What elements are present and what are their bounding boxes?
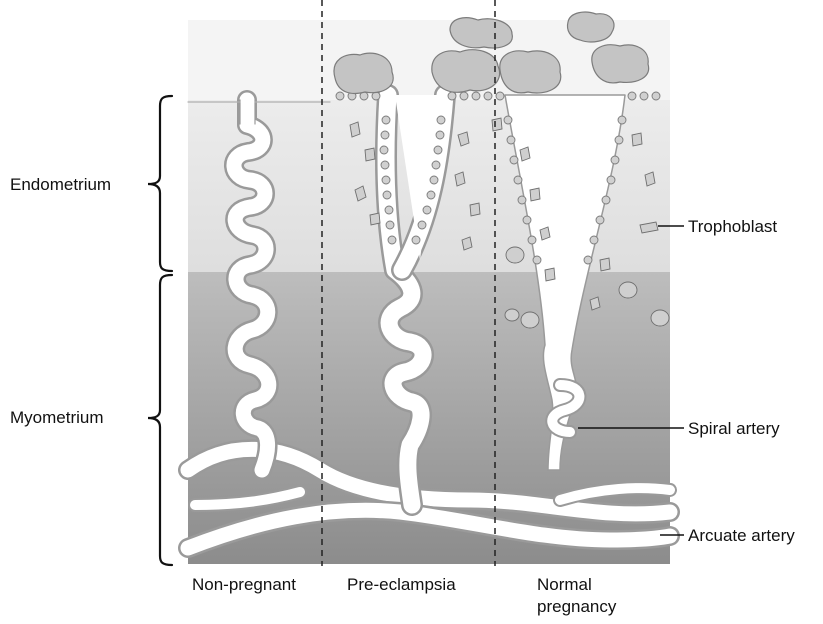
- label-pre-eclampsia: Pre-eclampsia: [347, 574, 456, 596]
- label-spiral-artery: Spiral artery: [688, 418, 780, 439]
- label-normal-pregnancy: Normal pregnancy: [537, 574, 647, 618]
- label-trophoblast: Trophoblast: [688, 216, 777, 237]
- myometrium-brace: [148, 275, 172, 565]
- label-non-pregnant: Non-pregnant: [192, 574, 296, 596]
- label-myometrium: Myometrium: [10, 407, 104, 428]
- label-endometrium: Endometrium: [10, 174, 111, 195]
- endometrium-brace: [148, 96, 172, 271]
- region-braces: [148, 96, 172, 565]
- label-arcuate-artery: Arcuate artery: [688, 525, 795, 546]
